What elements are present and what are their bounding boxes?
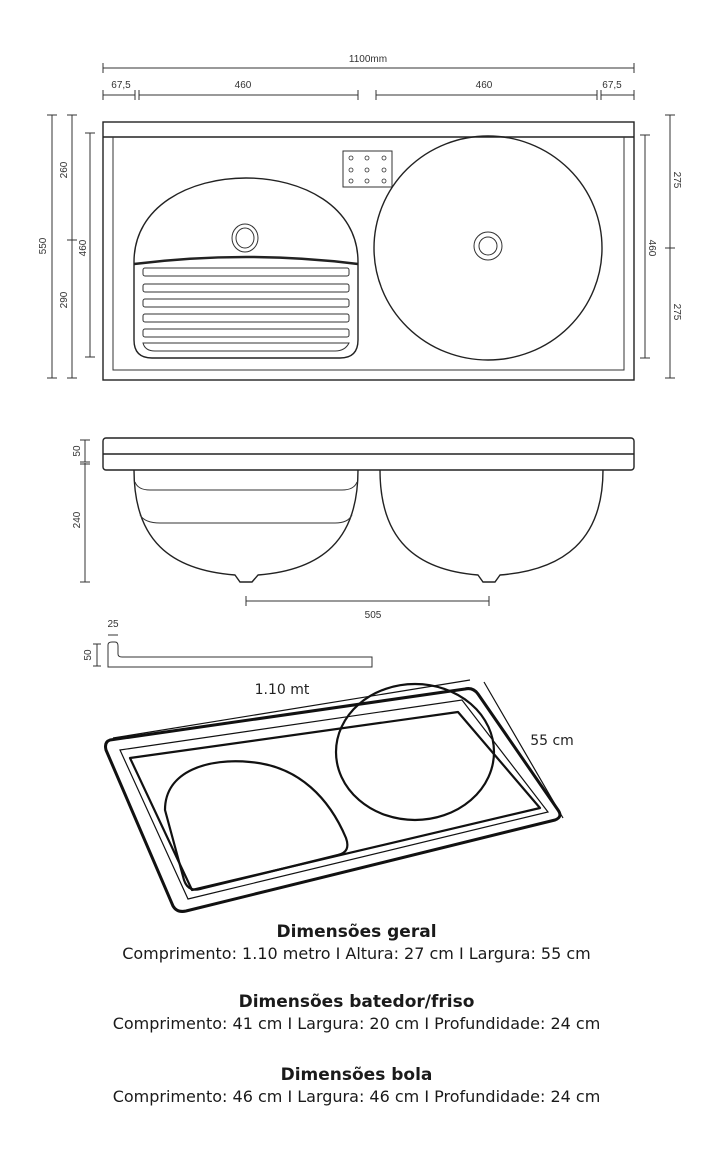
dim-edge-width: 25 — [107, 619, 119, 630]
spec-title: Dimensões geral — [276, 922, 437, 942]
dim-total-depth: 550 — [38, 237, 49, 254]
spec-title: Dimensões bola — [280, 1065, 433, 1085]
spec-title: Dimensões batedor/friso — [238, 992, 475, 1012]
washboard-basin — [133, 177, 359, 359]
dim-basin-right-width: 460 — [476, 80, 493, 91]
dim-left-basin-depth: 460 — [78, 239, 89, 256]
dim-left-upper: 260 — [59, 161, 70, 178]
dim-left-lower: 290 — [59, 291, 70, 308]
dim-margin-left: 67,5 — [111, 80, 131, 91]
dim-edge-height: 50 — [83, 649, 94, 661]
dim-bowl-depth: 240 — [72, 511, 83, 528]
edge-profile: 25 50 — [83, 619, 373, 668]
perspective-sketch: 1.10 mt 55 cm — [104, 679, 574, 913]
spec-washboard: Dimensões batedor/friso Comprimento: 41 … — [0, 991, 713, 1035]
dim-rim-height: 50 — [72, 445, 83, 457]
dim-margin-right: 67,5 — [602, 80, 622, 91]
dim-drain-spacing: 505 — [365, 610, 382, 621]
sketch-width-label: 55 cm — [530, 733, 574, 749]
drain-icon — [231, 223, 259, 253]
spec-text: Comprimento: 46 cm I Largura: 46 cm I Pr… — [112, 1087, 601, 1106]
dim-basin-left-width: 460 — [235, 80, 252, 91]
spec-general: Dimensões geral Comprimento: 1.10 metro … — [0, 921, 713, 965]
top-dimensions: 1100mm 67,5 460 460 67,5 550 260 290 460… — [38, 54, 682, 379]
sketch-washboard-basin — [163, 760, 349, 891]
sketch-round-basin — [334, 682, 496, 822]
spec-text: Comprimento: 41 cm I Largura: 20 cm I Pr… — [112, 1014, 601, 1033]
side-view: 50 240 505 — [72, 437, 635, 621]
spec-round-basin: Dimensões bola Comprimento: 46 cm I Larg… — [0, 1064, 713, 1108]
dim-total-width: 1100mm — [349, 54, 387, 65]
dim-right-upper: 275 — [671, 172, 682, 189]
top-view — [102, 121, 635, 381]
drain-icon — [473, 231, 503, 261]
sketch-length-label: 1.10 mt — [255, 682, 310, 698]
dim-right-basin-depth: 460 — [646, 240, 657, 257]
spec-text: Comprimento: 1.10 metro I Altura: 27 cm … — [122, 944, 591, 963]
dim-right-lower: 275 — [671, 304, 682, 321]
washboard-ribs — [142, 267, 350, 352]
round-basin — [373, 135, 603, 361]
soap-dish — [342, 150, 393, 188]
